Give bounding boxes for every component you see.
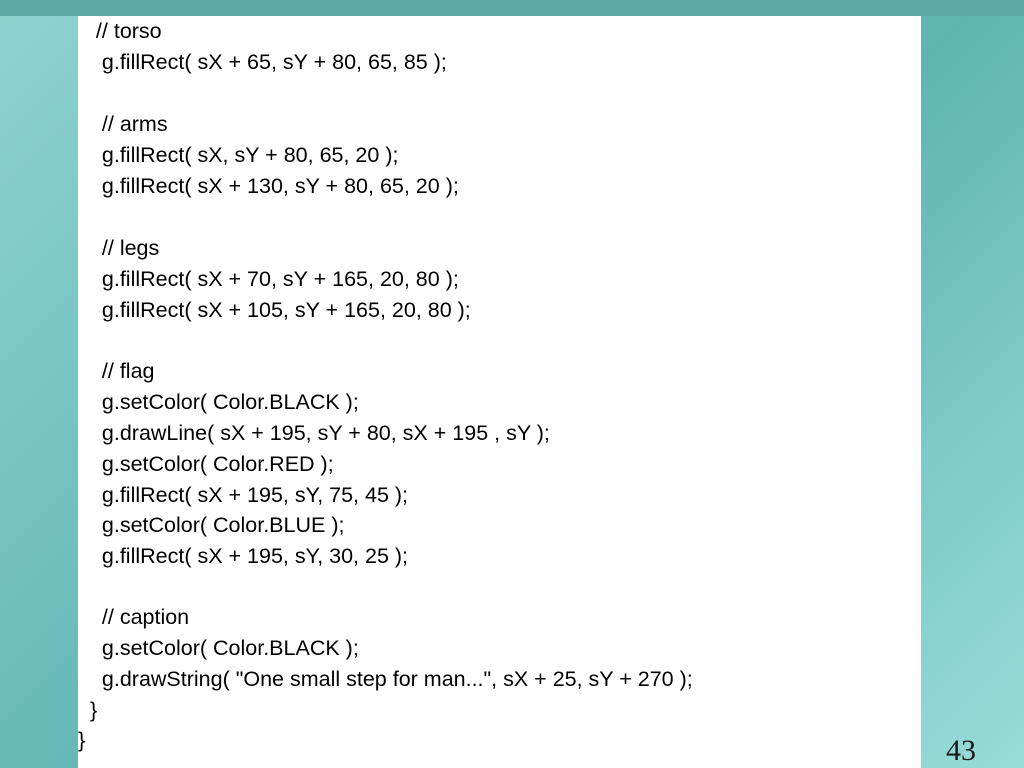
code-line-close-brace-class: }	[78, 728, 86, 752]
code-comment-flag: // flag	[78, 359, 155, 383]
code-line-leg-left: g.fillRect( sX + 70, sY + 165, 20, 80 );	[78, 267, 459, 291]
code-comment-arms: // arms	[78, 112, 168, 136]
code-comment-legs: // legs	[78, 236, 160, 260]
slide-top-stripe	[0, 0, 1024, 16]
code-line-setcolor-black-caption: g.setColor( Color.BLACK );	[78, 636, 359, 660]
code-line-arm-right: g.fillRect( sX + 130, sY + 80, 65, 20 );	[78, 174, 459, 198]
code-line-leg-right: g.fillRect( sX + 105, sY + 165, 20, 80 )…	[78, 298, 471, 322]
code-line-arm-left: g.fillRect( sX, sY + 80, 65, 20 );	[78, 143, 399, 167]
code-line-close-brace-method: }	[78, 698, 98, 722]
code-comment-torso: // torso	[78, 19, 162, 43]
code-line-drawline-pole: g.drawLine( sX + 195, sY + 80, sX + 195 …	[78, 421, 550, 445]
code-line-fillrect-flag-red: g.fillRect( sX + 195, sY, 75, 45 );	[78, 483, 409, 507]
code-line-fillrect-flag-blue: g.fillRect( sX + 195, sY, 30, 25 );	[78, 544, 409, 568]
slide-page-number: 43	[946, 734, 976, 767]
code-line-setcolor-blue: g.setColor( Color.BLUE );	[78, 513, 345, 537]
code-line-setcolor-red: g.setColor( Color.RED );	[78, 452, 334, 476]
code-panel: // torso g.fillRect( sX + 65, sY + 80, 6…	[78, 16, 921, 768]
code-comment-caption: // caption	[78, 605, 190, 629]
code-line-setcolor-black: g.setColor( Color.BLACK );	[78, 390, 359, 414]
code-line-torso-fillrect: g.fillRect( sX + 65, sY + 80, 65, 85 );	[78, 50, 447, 74]
code-line-drawstring-caption: g.drawString( "One small step for man...…	[78, 667, 693, 691]
